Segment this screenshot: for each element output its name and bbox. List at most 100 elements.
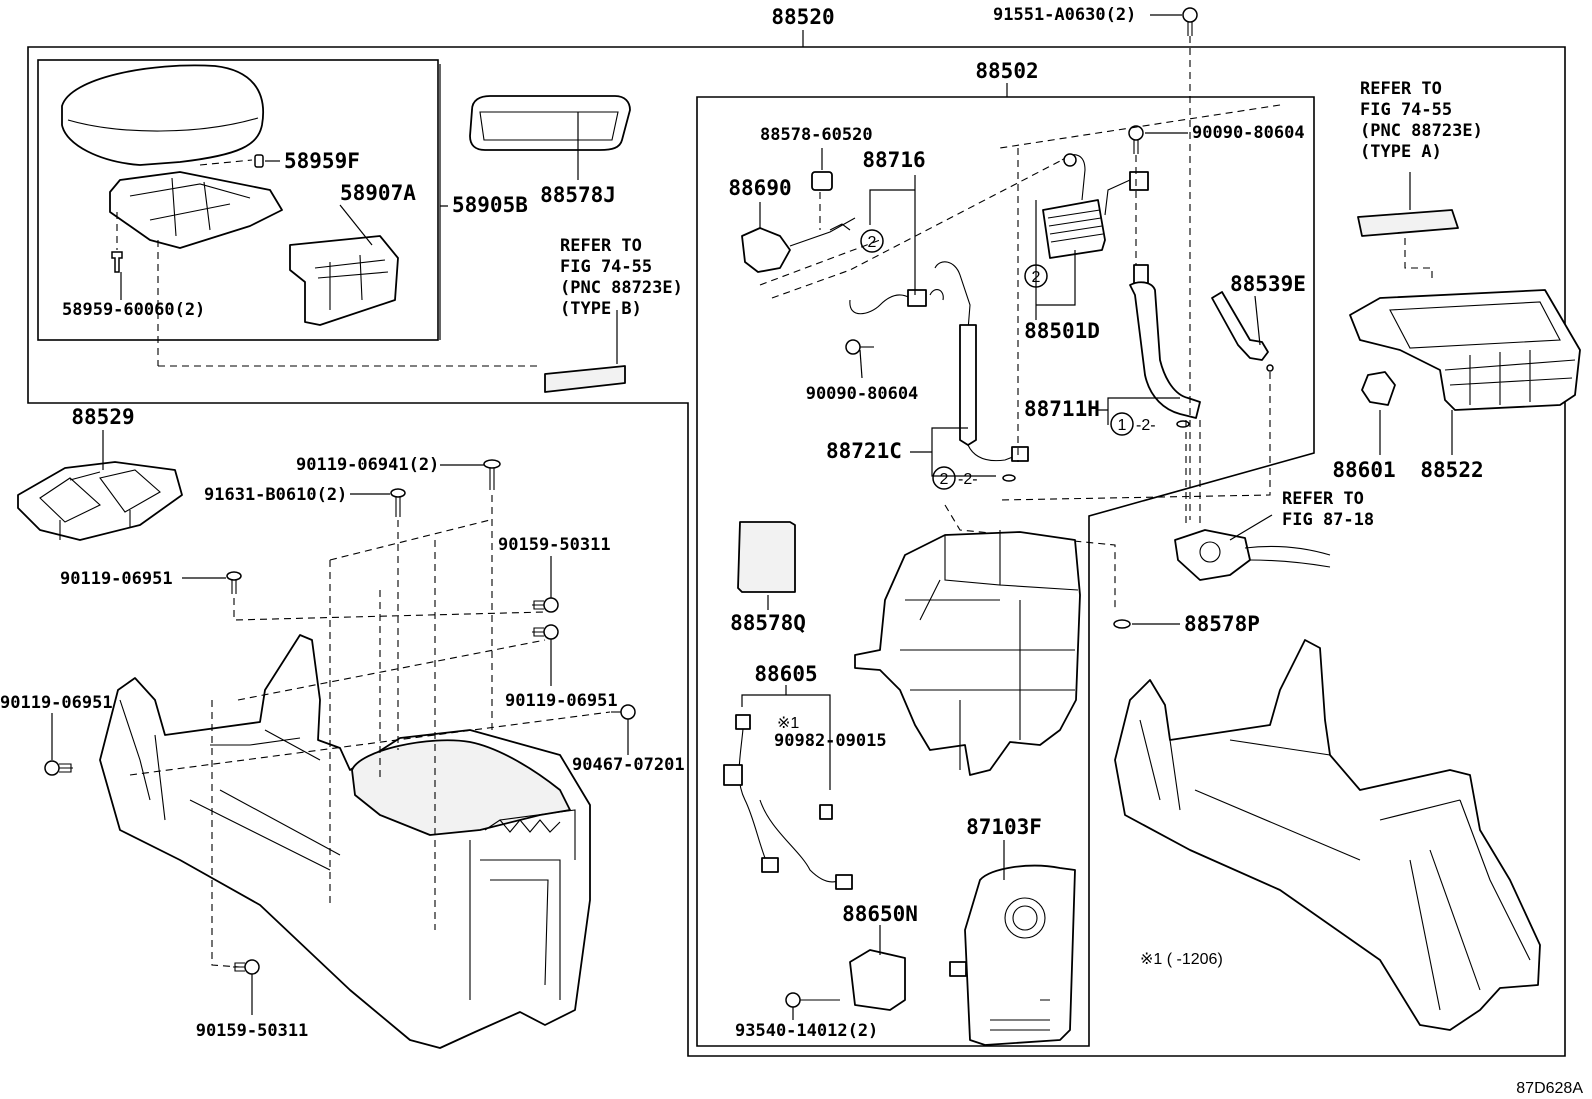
footnote-mark-88605: ※1	[777, 715, 799, 732]
circle-mark-2-a: 2	[860, 229, 884, 253]
tube-88539E-illustration	[1211, 291, 1274, 372]
label-88578J: 88578J	[540, 183, 616, 207]
console-body-left-illustration	[99, 634, 591, 1049]
label-88539E: 88539E	[1230, 272, 1306, 296]
shift-housing-illustration	[854, 530, 1081, 776]
armrest-lid-illustration	[61, 64, 264, 166]
label-88578Q: 88578Q	[730, 611, 806, 635]
bolt-90119-06951-c-icon	[44, 760, 73, 776]
screw-90119-06951-a-icon	[226, 571, 242, 594]
module-88501D-illustration	[1042, 153, 1149, 259]
mat-88578J-illustration	[469, 95, 631, 151]
console-body-right-illustration	[1114, 639, 1541, 1031]
svg-text:2: 2	[868, 234, 877, 251]
pad-type-a-illustration	[1357, 209, 1459, 237]
pad-88578Q-illustration	[737, 521, 796, 593]
clock-87103F-illustration	[949, 864, 1076, 1046]
screw-58959-60060-icon	[111, 251, 123, 273]
label-90090-80604-upper: 90090-80604	[1192, 123, 1305, 143]
label-90119-06951-a: 90119-06951	[60, 569, 173, 589]
shift-lever-base-illustration	[1174, 529, 1331, 581]
label-58959F: 58959F	[284, 149, 360, 173]
label-90159-50311-top: 90159-50311	[498, 535, 611, 555]
label-88721C: 88721C	[826, 439, 902, 463]
bolt-90119-06951-b-icon	[532, 624, 559, 640]
refer-note-type-b: REFER TO FIG 74-55 (PNC 88723E) (TYPE B)	[560, 236, 683, 319]
svg-text:(PNC 88723E): (PNC 88723E)	[1360, 121, 1483, 141]
screw-91631-B0610-icon	[390, 488, 406, 517]
svg-text:(TYPE A): (TYPE A)	[1360, 142, 1442, 162]
label-58905B: 58905B	[452, 193, 528, 217]
footnote-text: ※1 ( -1206)	[1140, 951, 1223, 968]
refer-note-type-a: REFER TO FIG 74-55 (PNC 88723E) (TYPE A)	[1360, 79, 1483, 162]
frame-88502	[696, 96, 1315, 1047]
label-93540-14012: 93540-14012(2)	[735, 1021, 878, 1041]
label-88716: 88716	[862, 148, 925, 172]
label-90119-06951-c: 90119-06951	[0, 693, 113, 713]
clip-58959F-icon	[254, 154, 264, 168]
bolt-90159-50311-top-icon	[532, 597, 559, 613]
label-58959-60060: 58959-60060(2)	[62, 300, 205, 320]
harness-88716-illustration	[849, 289, 944, 315]
label-88502: 88502	[975, 59, 1038, 83]
circle-mark-1: 1	[1110, 412, 1134, 436]
label-88522: 88522	[1420, 458, 1483, 482]
relay-88650N-illustration	[849, 949, 906, 1011]
label-90119-06941: 90119-06941(2)	[296, 455, 439, 475]
label-88601: 88601	[1332, 458, 1395, 482]
label-91551-A0630: 91551-A0630(2)	[993, 5, 1136, 25]
label-90090-80604-lower: 90090-80604	[806, 384, 919, 404]
label-90467-07201: 90467-07201	[572, 755, 685, 775]
svg-text:2: 2	[940, 471, 949, 488]
label-88578-60520: 88578-60520	[760, 125, 873, 145]
label-58907A: 58907A	[340, 181, 416, 205]
armrest-hinge-plate-illustration	[109, 171, 283, 249]
cable-88721C-illustration	[934, 261, 1029, 462]
label-88690: 88690	[728, 176, 791, 200]
ring-88578P-icon	[1113, 619, 1131, 629]
label-91631-B0610: 91631-B0610(2)	[204, 485, 347, 505]
bolt-91551-A0630-icon	[1182, 7, 1198, 36]
svg-text:REFER TO: REFER TO	[1360, 79, 1442, 99]
refer-note-fig-87-18: REFER TO FIG 87-18	[1282, 489, 1374, 530]
label-90982-09015: 90982-09015	[774, 731, 887, 751]
harness-88605-illustration	[723, 714, 853, 890]
svg-text:(TYPE B): (TYPE B)	[560, 299, 642, 319]
console-upper-88522-illustration	[1349, 289, 1581, 411]
bolt-90090-80604-upper-icon	[1128, 125, 1144, 154]
svg-text:(PNC 88723E): (PNC 88723E)	[560, 278, 683, 298]
cap-88578-60520-illustration	[811, 171, 833, 191]
fuse-90982-09015-icon	[819, 804, 833, 820]
pad-type-b-illustration	[544, 365, 626, 393]
svg-text:1: 1	[1118, 417, 1127, 434]
frame-88520	[27, 46, 1566, 1057]
pocket-88601-illustration	[1361, 371, 1396, 406]
label-88529: 88529	[71, 405, 134, 429]
armrest-lock-mechanism-illustration	[289, 235, 399, 326]
clip-90467-07201-icon	[611, 704, 636, 720]
label-88501D: 88501D	[1024, 319, 1100, 343]
frame-58905B	[37, 59, 439, 341]
circle-mark-2-c: 2	[932, 466, 956, 490]
label-90119-06951-b: 90119-06951	[505, 691, 618, 711]
cupholder-88529-illustration	[17, 461, 183, 541]
hose-88711H-illustration	[1129, 264, 1201, 419]
bolt-90090-80604-lower-icon	[845, 339, 874, 355]
label-88711H: 88711H	[1024, 397, 1100, 421]
label-87103F: 87103F	[966, 815, 1042, 839]
label-88650N: 88650N	[842, 902, 918, 926]
label-88605: 88605	[754, 662, 817, 686]
drawing-id: 87D628A	[1516, 1080, 1583, 1097]
dash-mark-2-a: -2-	[1136, 417, 1156, 434]
svg-text:REFER TO: REFER TO	[1282, 489, 1364, 509]
svg-text:FIG 74-55: FIG 74-55	[1360, 100, 1452, 120]
label-88578P: 88578P	[1184, 612, 1260, 636]
svg-text:REFER TO: REFER TO	[560, 236, 642, 256]
label-88520: 88520	[771, 5, 834, 29]
dash-mark-2-b: -2-	[958, 471, 978, 488]
screw-93540-14012-icon	[785, 992, 840, 1008]
svg-text:FIG 87-18: FIG 87-18	[1282, 510, 1374, 530]
socket-88690-illustration	[741, 217, 856, 273]
screw-90119-06941-icon	[483, 459, 501, 490]
